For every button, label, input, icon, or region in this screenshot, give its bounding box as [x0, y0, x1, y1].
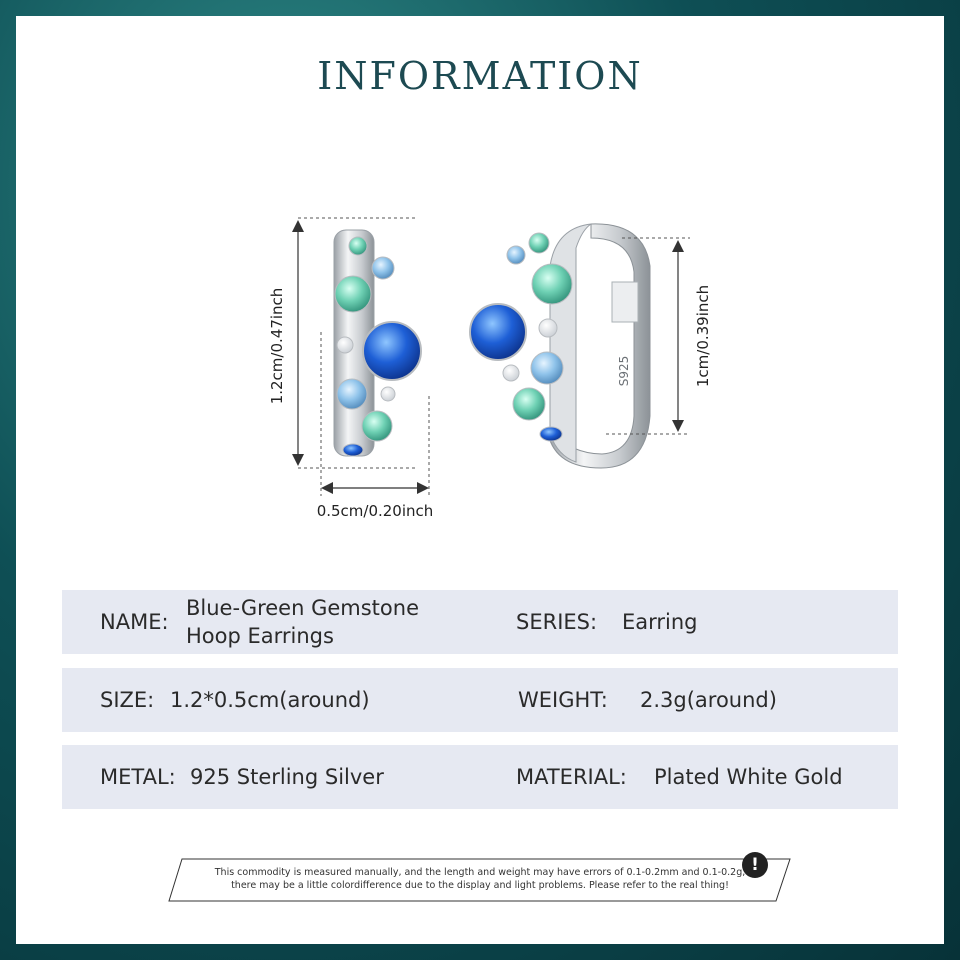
series-value: Earring: [622, 610, 698, 634]
earring-front-view: [333, 229, 422, 457]
size-value: 1.2*0.5cm(around): [170, 688, 370, 712]
weight-value: 2.3g(around): [640, 688, 777, 712]
series-label: SERIES:: [516, 610, 598, 634]
name-value: Blue-Green Gemstone Hoop Earrings: [186, 594, 419, 650]
dimension-width-left: 0.5cm/0.20inch: [317, 332, 434, 520]
name-label: NAME:: [100, 610, 169, 634]
size-label: SIZE:: [100, 688, 155, 712]
metal-label: METAL:: [100, 765, 176, 789]
info-row-metal-material: METAL: 925 Sterling Silver MATERIAL: Pla…: [62, 745, 898, 809]
dimension-height-left: 1.2cm/0.47inch: [268, 217, 416, 469]
content-frame: INFORMATION: [16, 16, 944, 944]
earring-side-view: S925: [469, 223, 651, 469]
notice-text: This commodity is measured manually, and…: [198, 866, 762, 892]
width-left-label: 0.5cm/0.20inch: [317, 502, 434, 520]
info-row-name-series: NAME: Blue-Green Gemstone Hoop Earrings …: [62, 590, 898, 654]
weight-label: WEIGHT:: [518, 688, 608, 712]
page-title: INFORMATION: [317, 54, 643, 98]
measurement-notice: This commodity is measured manually, and…: [168, 852, 792, 902]
height-right-label: 1cm/0.39inch: [694, 285, 712, 387]
notice-frame: [168, 858, 791, 902]
name-value-line2: Hoop Earrings: [186, 624, 334, 648]
hallmark-text: S925: [617, 356, 631, 387]
height-left-label: 1.2cm/0.47inch: [268, 288, 286, 405]
notice-line1: This commodity is measured manually, and…: [214, 867, 746, 878]
info-row-size-weight: SIZE: 1.2*0.5cm(around) WEIGHT: 2.3g(aro…: [62, 668, 898, 732]
metal-value: 925 Sterling Silver: [190, 765, 384, 789]
material-value: Plated White Gold: [654, 765, 843, 789]
dimension-height-right: 1cm/0.39inch: [606, 237, 712, 435]
product-illustration: 1.2cm/0.47inch 0.5cm/0.20inch S925: [268, 217, 712, 520]
material-label: MATERIAL:: [516, 765, 627, 789]
notice-line2: there may be a little colordifference du…: [231, 880, 729, 891]
exclamation-icon: !: [742, 852, 768, 878]
name-value-line1: Blue-Green Gemstone: [186, 596, 419, 620]
